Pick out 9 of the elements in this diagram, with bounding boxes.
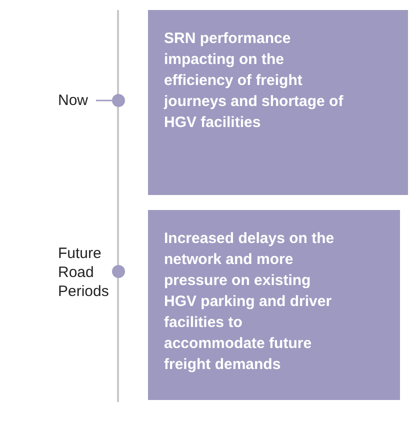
timeline-label: Future Road Periods xyxy=(58,244,118,301)
description-card xyxy=(148,210,400,400)
card-text: SRN performance impacting on the efficiency of freight journeys and shortage of HGV facilities xyxy=(164,29,344,133)
description-card xyxy=(148,10,408,195)
timeline-marker xyxy=(112,265,125,278)
connector-line xyxy=(96,100,112,102)
timeline-marker xyxy=(112,94,125,107)
timeline-label: Now xyxy=(58,91,94,111)
card-text: Increased delays on the network and more pressure on existing HGV parking and driver facilities to accommodate future freight demands xyxy=(164,229,336,375)
